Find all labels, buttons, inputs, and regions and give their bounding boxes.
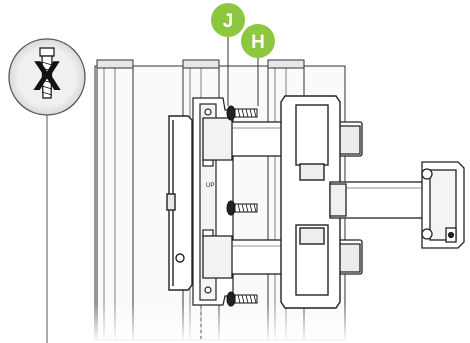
- screw-bottom: [226, 291, 258, 307]
- extension-arm: [329, 181, 431, 219]
- no-wall-anchor-icon: X: [8, 38, 86, 116]
- up-marker: UP: [206, 183, 214, 189]
- tv-bracket: [421, 161, 465, 249]
- lag-screw-icon: [226, 105, 258, 307]
- callout-h-label: H: [251, 32, 265, 53]
- screw-top: [226, 105, 258, 121]
- callout-j-label: J: [223, 11, 234, 32]
- callout-h-badge: H: [241, 24, 275, 58]
- prohibition-x-mark: X: [33, 52, 61, 99]
- screw-middle: [226, 200, 258, 216]
- callout-j-badge: J: [211, 3, 245, 37]
- hinge-plate: [280, 95, 341, 309]
- cover-bar: [166, 115, 193, 291]
